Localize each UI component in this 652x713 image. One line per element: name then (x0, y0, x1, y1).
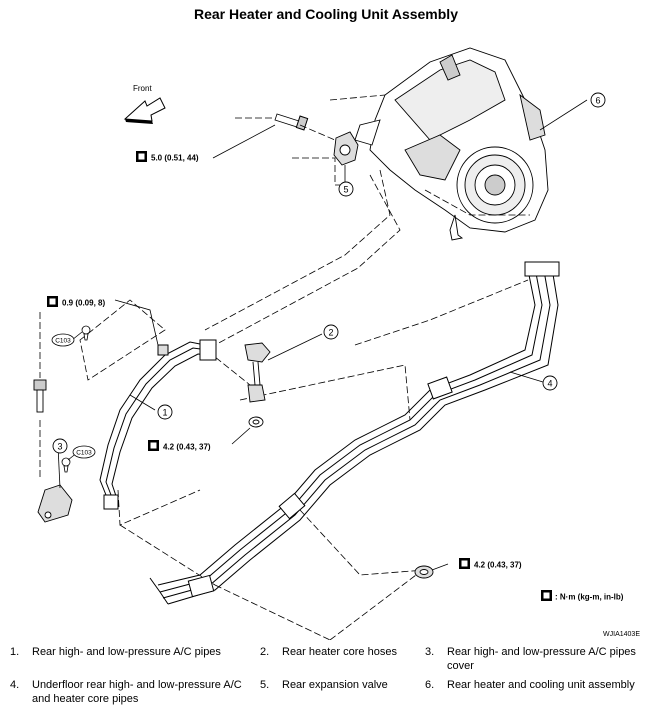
lower-nut (414, 565, 434, 579)
torque-label-2: 0.9 (0.09, 8) (47, 296, 105, 308)
legend-text: Rear heater core hoses (282, 646, 397, 658)
svg-text:4.2 (0.43, 37): 4.2 (0.43, 37) (163, 443, 211, 452)
torque-unit-legend: : N·m (kg-m, in-lb) (541, 590, 624, 602)
legend-item-4: 4. Underfloor rear high- and low-pressur… (10, 678, 257, 706)
legend-item-2: 2. Rear heater core hoses (260, 645, 472, 659)
unit-bolt (274, 113, 309, 131)
connector-c103-upper: C103 (51, 333, 75, 347)
rear-heater-cooling-unit (354, 47, 549, 241)
figure-code: WJIA1403E (603, 631, 640, 638)
legend-number: 6. (425, 679, 435, 691)
legend-text: Rear high- and low-pressure A/C pipes co… (447, 646, 636, 672)
svg-text:3: 3 (57, 442, 62, 452)
pipes-cover-bracket (37, 484, 73, 523)
torque-label-1: 5.0 (0.51, 44) (136, 151, 199, 163)
svg-text:0.9 (0.09, 8): 0.9 (0.09, 8) (62, 299, 105, 308)
legend-number: 1. (10, 646, 20, 658)
legend-text: Rear expansion valve (282, 679, 388, 691)
legend-item-1: 1. Rear high- and low-pressure A/C pipes (10, 645, 222, 659)
underfloor-pipes (149, 261, 560, 605)
clip-lower (61, 457, 71, 473)
svg-text:5.0 (0.51, 44): 5.0 (0.51, 44) (151, 154, 199, 163)
legend-text: Rear high- and low-pressure A/C pipes (32, 646, 221, 658)
svg-text:2: 2 (328, 328, 333, 338)
svg-text:C103: C103 (76, 450, 92, 457)
front-label: Front (133, 84, 152, 93)
rear-expansion-valve (333, 131, 359, 166)
legend-text: Underfloor rear high- and low-pressure A… (32, 679, 242, 705)
callout-5: 5 (338, 181, 354, 197)
callout-4: 4 (542, 375, 558, 391)
svg-text:4.2 (0.43, 37): 4.2 (0.43, 37) (474, 561, 522, 570)
callout-1: 1 (157, 404, 173, 420)
callout-6: 6 (590, 92, 606, 108)
torque-label-3: 4.2 (0.43, 37) (148, 440, 211, 452)
legend-item-5: 5. Rear expansion valve (260, 678, 472, 692)
svg-text:6: 6 (595, 96, 600, 106)
legend-item-6: 6. Rear heater and cooling unit assembly (425, 678, 647, 692)
callout-2: 2 (323, 324, 339, 340)
clip-upper (81, 325, 91, 341)
connector-c103-lower: C103 (72, 445, 96, 459)
torque-label-4: 4.2 (0.43, 37) (459, 558, 522, 570)
diagram-title: Rear Heater and Cooling Unit Assembly (194, 6, 458, 22)
legend-number: 2. (260, 646, 270, 658)
legend-number: 3. (425, 646, 435, 658)
svg-text:C103: C103 (55, 338, 71, 345)
callout-3: 3 (52, 438, 68, 454)
legend-number: 5. (260, 679, 270, 691)
svg-text:1: 1 (162, 408, 167, 418)
legend-number: 4. (10, 679, 20, 691)
rear-ac-pipes (99, 339, 217, 510)
exploded-view-diagram: Front (33, 47, 624, 640)
svg-text:: N·m (kg-m, in-lb): : N·m (kg-m, in-lb) (555, 593, 624, 602)
legend-item-3: 3. Rear high- and low-pressure A/C pipes… (425, 645, 647, 673)
svg-text:4: 4 (547, 379, 552, 389)
svg-text:5: 5 (343, 185, 348, 195)
rear-heater-core-hoses (244, 342, 271, 428)
legend-text: Rear heater and cooling unit assembly (447, 679, 635, 691)
front-direction-arrow: Front (123, 84, 166, 124)
leader-lines (57, 99, 588, 571)
left-bolt (33, 379, 47, 413)
